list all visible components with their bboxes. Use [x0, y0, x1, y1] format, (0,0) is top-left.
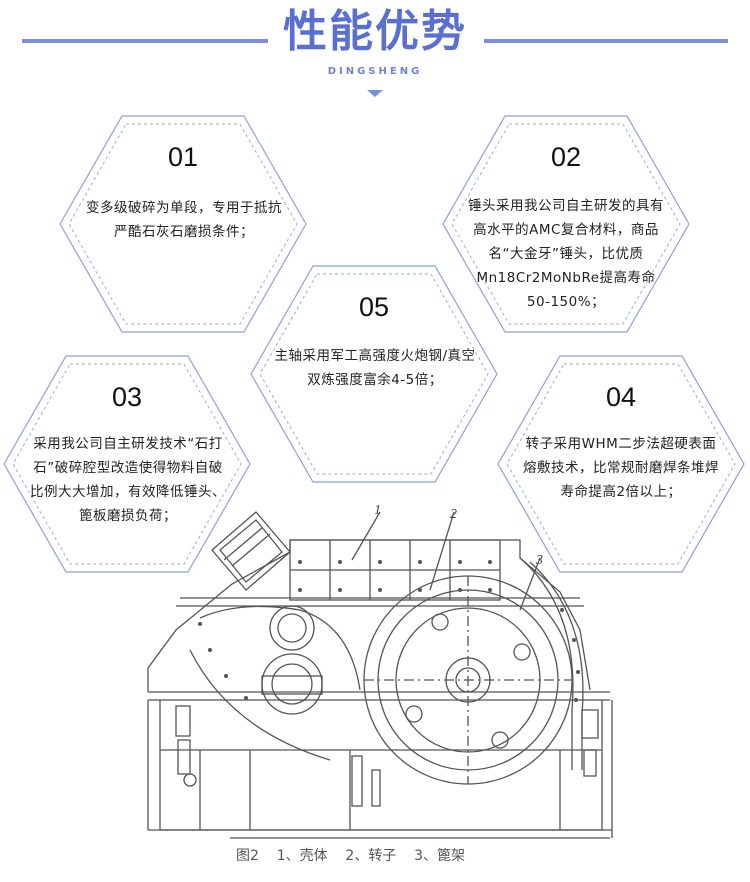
feature-card-05: 05 主轴采用军工高强度火炮钢/真空双炼强度富余4-5倍；: [250, 265, 498, 483]
feature-text: 主轴采用军工高强度火炮钢/真空双炼强度富余4-5倍；: [274, 348, 476, 388]
drawing-caption: 图2 1、壳体 2、转子 3、篦架: [236, 847, 465, 864]
feature-text: 转子采用WHM二步法超硬表面熔敷技术，比常规耐磨焊条堆焊寿命提高2倍以上；: [523, 436, 719, 500]
section-subtitle: DINGSHENG: [327, 66, 423, 77]
feature-number: 03: [111, 382, 143, 412]
feature-number: 02: [550, 142, 582, 172]
feature-number: 05: [358, 292, 390, 322]
part-number-label: 3: [535, 553, 543, 568]
hexagon-frame: [59, 115, 307, 333]
feature-text: 变多级破碎为单段，专用于抵抗严酷石灰石磨损条件；: [86, 200, 282, 240]
feature-card-02: 02 锤头采用我公司自主研发的具有高水平的AMC复合材料，商品名“大金牙”锤头，…: [442, 115, 690, 333]
hexagon-frame: [3, 355, 251, 573]
feature-text: 锤头采用我公司自主研发的具有高水平的AMC复合材料，商品名“大金牙”锤头，比优质…: [468, 198, 664, 310]
hexagon-frame: [497, 355, 745, 573]
header-line-left: [22, 39, 268, 43]
crusher-technical-drawing: 1 2 3 图2 1、壳体 2、转子 3、篦架: [147, 503, 613, 864]
feature-number: 04: [605, 382, 637, 412]
feature-number: 01: [167, 142, 199, 172]
header-line-right: [484, 39, 728, 43]
part-number-label: 2: [450, 507, 457, 522]
feature-card-04: 04 转子采用WHM二步法超硬表面熔敷技术，比常规耐磨焊条堆焊寿命提高2倍以上；: [497, 355, 745, 573]
hexagon-frame: [250, 265, 498, 483]
part-number-label: 1: [374, 503, 381, 518]
hexagon-frame: [442, 115, 690, 333]
feature-text: 采用我公司自主研发技术“石打石”破碎腔型改造使得物料自破比例大大增加，有效降低锤…: [30, 436, 226, 524]
feature-card-01: 01 变多级破碎为单段，专用于抵抗严酷石灰石磨损条件；: [59, 115, 307, 333]
caret-down-icon: [367, 90, 383, 97]
feature-card-03: 03 采用我公司自主研发技术“石打石”破碎腔型改造使得物料自破比例大大增加，有效…: [3, 355, 251, 573]
section-title: 性能优势: [283, 6, 467, 57]
